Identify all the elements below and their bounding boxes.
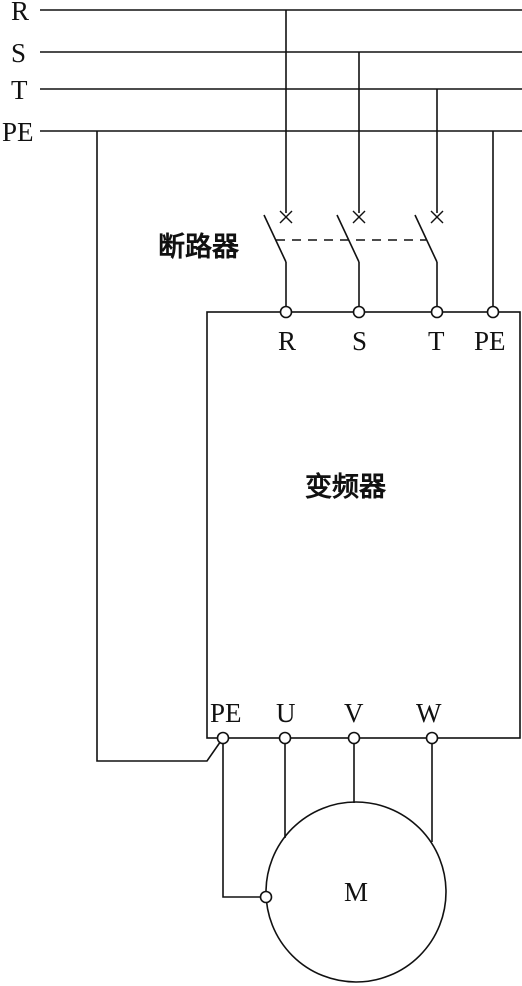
terminal-label-u: U bbox=[276, 698, 296, 728]
motor-ground-wire bbox=[222, 744, 260, 898]
ground-return-wire bbox=[96, 131, 224, 762]
motor-label: M bbox=[344, 877, 368, 907]
terminal-pe-out bbox=[216, 731, 230, 745]
breaker-contact-blade bbox=[336, 214, 360, 263]
terminal-v bbox=[347, 731, 361, 745]
terminal-u bbox=[278, 731, 292, 745]
inverter-output-terminals: PE U V W bbox=[210, 698, 442, 745]
terminal-label-v: V bbox=[344, 698, 364, 728]
terminal-label-w: W bbox=[416, 698, 442, 728]
terminal-s bbox=[352, 305, 366, 319]
breaker-pole-r bbox=[263, 210, 293, 306]
breaker-pole-t bbox=[414, 210, 444, 306]
terminal-label-t: T bbox=[428, 326, 445, 356]
inverter-input-terminals: R S T PE bbox=[278, 305, 506, 356]
breaker-contact-blade bbox=[414, 214, 438, 263]
terminal-label-pe-out: PE bbox=[210, 698, 242, 728]
supply-bus: R S T PE bbox=[2, 0, 522, 147]
inverter-label: 变频器 bbox=[305, 471, 387, 503]
breaker-x-mark bbox=[352, 210, 366, 224]
terminal-label-pe-in: PE bbox=[474, 326, 506, 356]
terminal-r bbox=[279, 305, 293, 319]
motor-wiring bbox=[222, 744, 433, 898]
motor-ground-terminal bbox=[259, 890, 273, 904]
bus-label-t: T bbox=[11, 75, 28, 105]
terminal-w bbox=[425, 731, 439, 745]
bus-label-s: S bbox=[11, 38, 26, 68]
bus-label-r: R bbox=[11, 0, 29, 26]
breaker-x-mark bbox=[430, 210, 444, 224]
breaker-label: 断路器 bbox=[158, 231, 240, 263]
motor: M bbox=[259, 801, 447, 983]
terminal-pe-in bbox=[486, 305, 500, 319]
terminal-label-r: R bbox=[278, 326, 296, 356]
terminal-label-s: S bbox=[352, 326, 367, 356]
breaker-x-mark bbox=[279, 210, 293, 224]
breaker-feed-wires bbox=[285, 10, 494, 306]
inverter: 变频器 R S T PE PE U V W bbox=[206, 305, 521, 745]
inverter-box bbox=[206, 311, 521, 739]
circuit-breaker: 断路器 bbox=[158, 210, 444, 306]
bus-label-pe: PE bbox=[2, 117, 34, 147]
breaker-pole-s bbox=[336, 210, 366, 306]
terminal-t bbox=[430, 305, 444, 319]
breaker-contact-blade bbox=[263, 214, 287, 263]
